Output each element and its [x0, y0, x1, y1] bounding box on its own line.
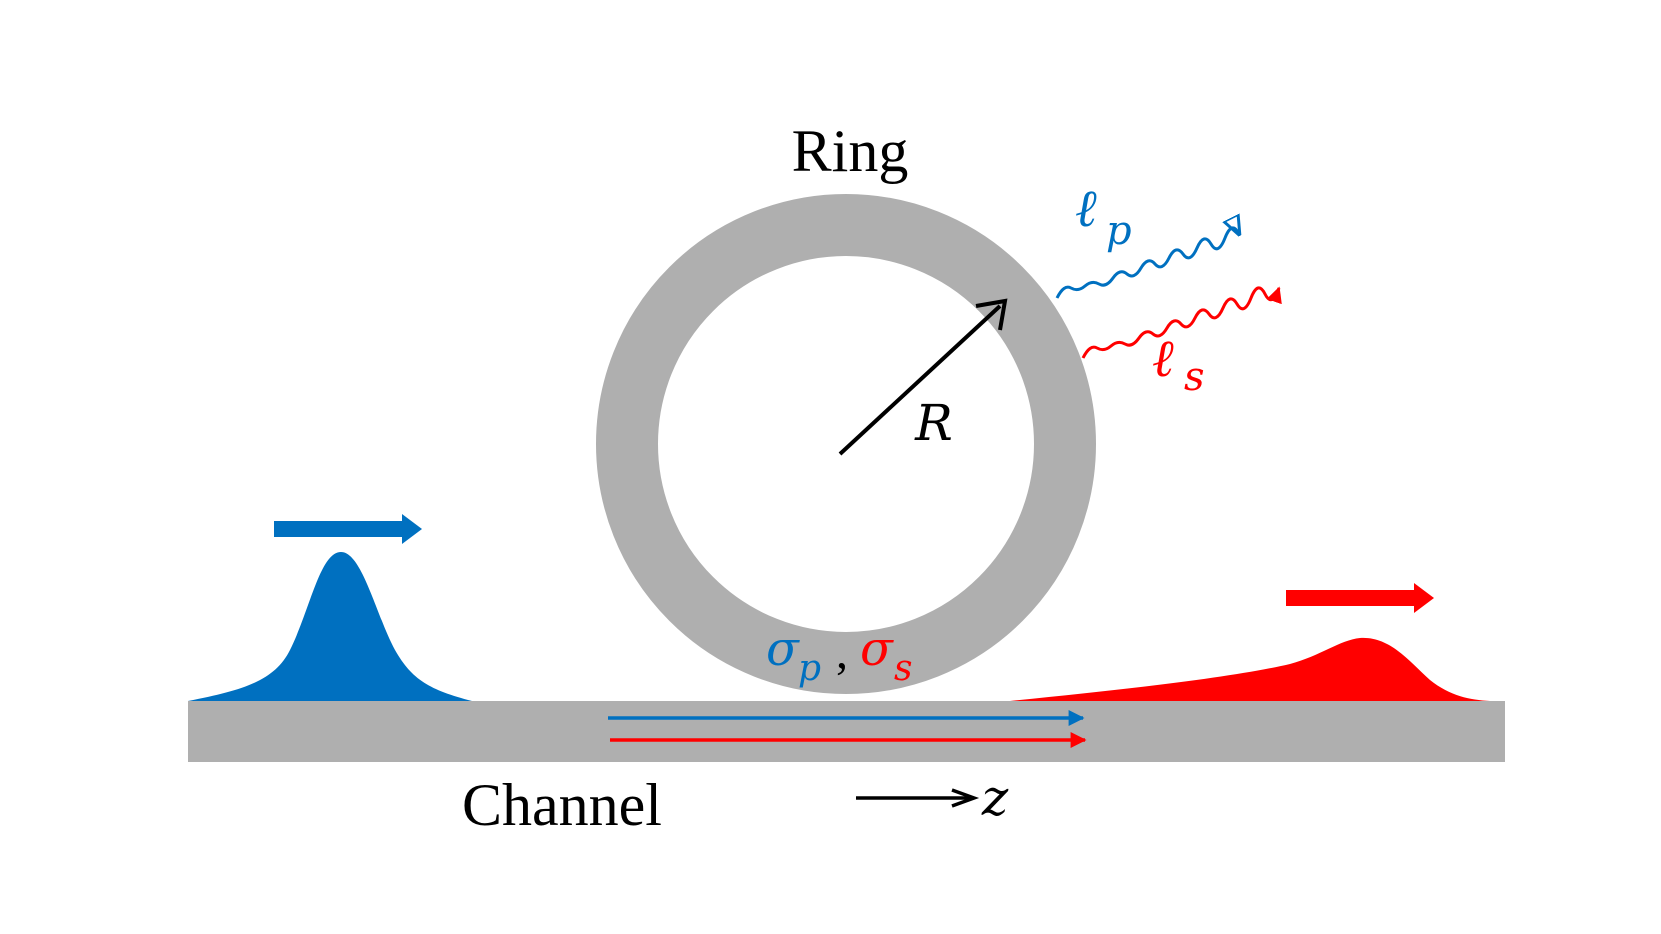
signal-direction-arrow-shaft	[1286, 590, 1418, 606]
channel-waveguide	[188, 701, 1505, 762]
z-axis-arrow-head	[951, 788, 980, 808]
signal-loss-symbol: ℓ	[1152, 329, 1174, 389]
signal-pulse	[1010, 637, 1490, 701]
pump-loss-symbol: ℓ	[1075, 179, 1097, 239]
pump-coupling-symbol: σ	[766, 621, 800, 677]
z-axis-label: z	[981, 769, 1009, 827]
radius-arrow	[838, 304, 1002, 456]
signal-loss-wave	[1081, 286, 1282, 359]
signal-coupling-symbol: σ	[860, 621, 894, 677]
pump-loss-wave	[1055, 228, 1239, 299]
pump-direction-arrow-shaft	[274, 521, 406, 537]
ring-label: Ring	[792, 118, 909, 184]
ring-resonator	[596, 194, 1096, 694]
channel-label: Channel	[462, 772, 662, 838]
signal-loss-subscript: s	[1184, 354, 1205, 400]
pump-coupling-subscript: p	[798, 648, 821, 689]
pump-pulse	[188, 552, 472, 701]
pump-loss-subscript: p	[1106, 208, 1132, 254]
signal-direction-arrow-head	[1414, 583, 1434, 613]
coupling-separator: ,	[836, 626, 848, 679]
radius-arrow-head	[975, 298, 1008, 331]
radius-label: R	[914, 394, 953, 452]
pump-direction-arrow-head	[402, 514, 422, 544]
signal-coupling-subscript: s	[894, 648, 912, 689]
